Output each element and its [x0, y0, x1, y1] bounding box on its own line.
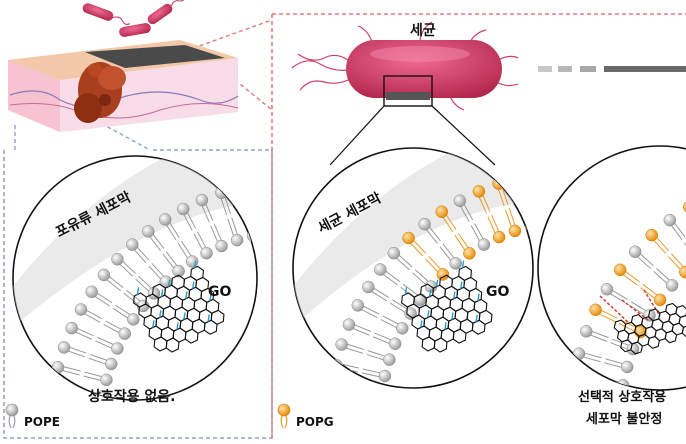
- membrane-destabilization-label: 세포막 불안정: [586, 408, 662, 427]
- circle-selective: [538, 146, 686, 391]
- popg-lipid-icon: [278, 404, 290, 428]
- legend-popg-label: POPG: [296, 415, 334, 429]
- go-label-left: GO: [208, 284, 231, 300]
- small-bacteria: [81, 0, 188, 38]
- skin-tissue: [8, 40, 238, 132]
- selective-interaction-label: 선택적 상호작용: [578, 386, 666, 405]
- legend-pope-label: POPE: [24, 415, 60, 429]
- top-right-dashes: [538, 66, 686, 72]
- no-interaction-label: 상호작용 없음.: [88, 386, 175, 406]
- pope-lipid-icon: [6, 404, 18, 428]
- go-label-middle: GO: [486, 284, 509, 300]
- bacterium-large: [292, 22, 518, 165]
- bacterium-label: 세균: [410, 20, 436, 40]
